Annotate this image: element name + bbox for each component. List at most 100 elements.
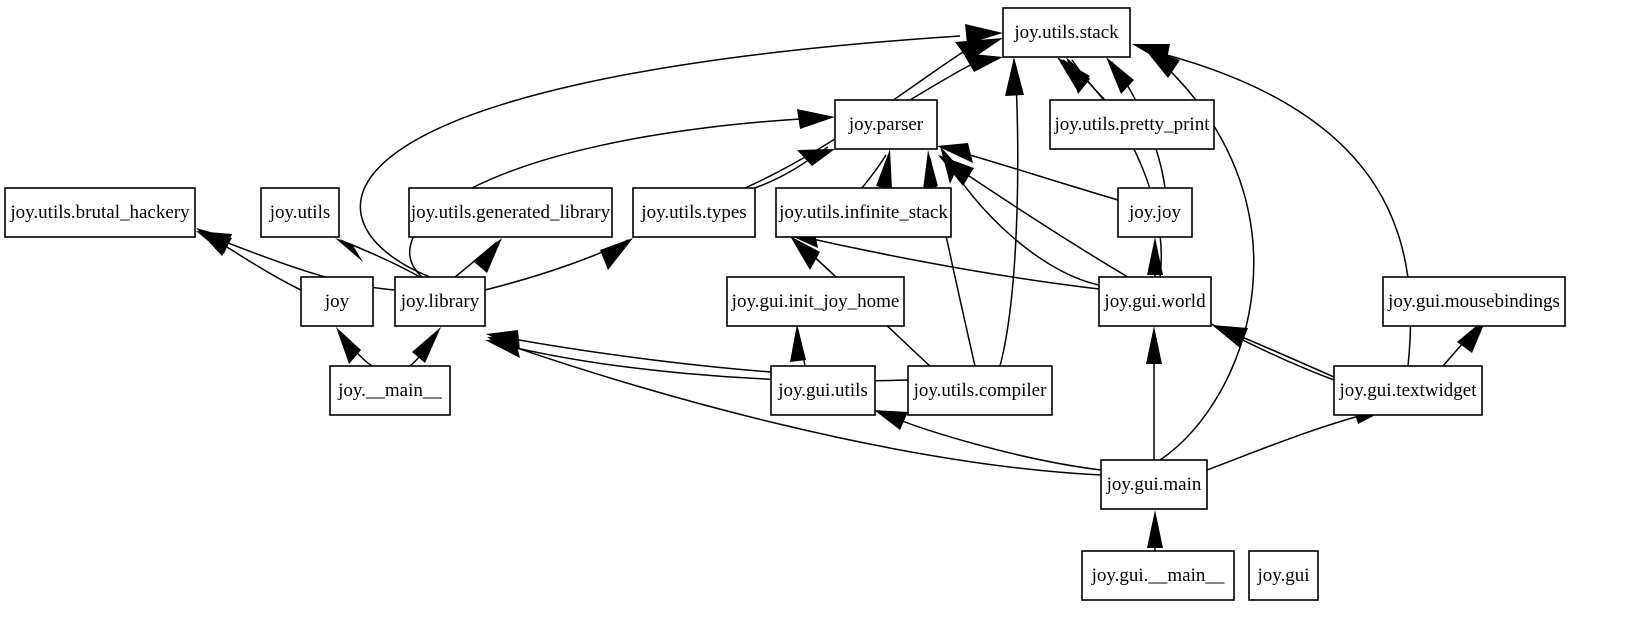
graph-edge [484,238,633,291]
node-label: joy.utils.stack [1013,22,1119,43]
edge-arrowhead [1147,510,1163,548]
edge-line [359,35,961,278]
graph-node-joy-utils[interactable]: joy.utils [260,187,340,238]
node-box[interactable] [408,187,613,238]
graph-node-joy-utils-brutal-hackery[interactable]: joy.utils.brutal_hackery [4,187,196,238]
node-box[interactable] [1382,276,1566,327]
graph-node-joy-utils-stack[interactable]: joy.utils.stack [1002,7,1131,58]
graph-node-joy-main[interactable]: joy.__main__ [329,365,451,416]
node-box[interactable] [394,276,486,327]
nodes-layer: joy.utils.stack joy.parser joy.utils.prett… [4,7,1566,601]
node-box[interactable] [907,365,1053,416]
edge-arrowhead [473,238,502,273]
edge-arrowhead [797,149,835,166]
node-box[interactable] [260,187,340,238]
node-box[interactable] [1049,99,1215,150]
graph-edge [336,327,373,367]
node-box[interactable] [1333,365,1483,416]
node-label: joy.parser [848,114,924,135]
graph-edge [937,143,1119,201]
node-box[interactable] [834,99,938,150]
node-label: joy.__main__ [337,380,442,401]
graph-edge [909,53,1003,101]
edge-arrowhead [797,109,835,129]
edge-arrowhead [487,336,516,356]
graph-node-joy-gui-world[interactable]: joy.gui.world [1098,276,1212,327]
node-box[interactable] [329,365,451,416]
node-label: joy.gui [1256,565,1309,586]
edge-arrowhead [336,327,361,364]
node-box[interactable] [726,276,905,327]
node-box[interactable] [1081,550,1235,601]
node-label: joy.library [400,291,480,312]
edge-line [789,233,1100,290]
graph-node-joy-utils-generated-library[interactable]: joy.utils.generated_library [408,187,613,238]
graph-node-joy-utils-infinite-stack[interactable]: joy.utils.infinite_stack [775,187,952,238]
edge-arrowhead [937,143,973,163]
node-box[interactable] [1098,276,1212,327]
graph-node-joy-utils-compiler[interactable]: joy.utils.compiler [907,365,1053,416]
edge-line [879,411,1102,471]
edge-arrowhead [923,150,938,190]
graph-edge [861,149,892,190]
edge-arrowhead [1057,57,1090,92]
node-label: joy.utils.compiler [913,380,1047,401]
node-label: joy.gui.textwidget [1338,380,1477,401]
graph-node-joy-gui-main[interactable]: joy.gui.main [1100,459,1208,510]
graph-edge [409,327,441,367]
graph-edge [923,150,976,367]
edge-line [999,64,1019,367]
graph-node-joy-parser[interactable]: joy.parser [834,99,938,150]
node-box[interactable] [775,187,952,238]
node-box[interactable] [632,187,756,238]
graph-edge [359,24,1003,278]
graph-node-joy-gui-init-joy-home[interactable]: joy.gui.init_joy_home [726,276,905,327]
graph-node-joy-gui-utils[interactable]: joy.gui.utils [770,365,876,416]
node-box[interactable] [1100,459,1208,510]
node-label: joy.utils.types [640,202,746,223]
node-box[interactable] [1248,550,1319,601]
graph-node-joy-gui-main[interactable]: joy.gui.__main__ [1081,550,1235,601]
graph-node-joy-gui-textwidget[interactable]: joy.gui.textwidget [1333,365,1483,416]
node-label: joy.utils.brutal_hackery [9,202,190,223]
graph-edge [1057,57,1162,278]
node-box[interactable] [1002,7,1131,58]
edge-arrowhead [790,236,820,270]
edge-arrowhead [1005,57,1024,96]
graph-node-joy-utils-pretty-print[interactable]: joy.utils.pretty_print [1049,99,1215,150]
node-label: joy.gui.init_joy_home [731,291,900,312]
edge-arrowhead [876,149,892,190]
node-box[interactable] [1117,187,1193,238]
graph-edge [1146,326,1162,460]
graph-edge [1147,510,1163,552]
graph-edge [487,336,1102,476]
graph-edge [1212,325,1335,378]
graph-node-joy-gui[interactable]: joy.gui [1248,550,1319,601]
edge-line [861,154,887,189]
edge-line [1206,409,1383,471]
graph-node-joy[interactable]: joy [300,276,374,327]
edge-arrowhead [965,24,1003,44]
graph-node-joy-utils-types[interactable]: joy.utils.types [632,187,756,238]
edge-arrowhead [1212,325,1248,348]
edge-arrowhead [335,238,363,262]
graph-edge [1147,237,1163,278]
graph-edge [999,57,1024,367]
edge-arrowhead [938,155,974,186]
node-label: joy.joy [1128,202,1182,223]
edge-arrowhead [1147,237,1163,275]
graph-node-joy-gui-mousebindings[interactable]: joy.gui.mousebindings [1382,276,1566,327]
graph-node-joy-joy[interactable]: joy.joy [1117,187,1193,238]
node-label: joy.gui.__main__ [1091,565,1225,586]
edge-line [493,339,1102,476]
edge-line [909,59,981,101]
graph-edge [196,228,302,291]
node-box[interactable] [4,187,196,238]
node-box[interactable] [300,276,374,327]
node-label: joy.gui.utils [777,380,868,401]
edge-arrowhead [600,238,633,270]
graph-edge [790,324,806,367]
graph-node-joy-library[interactable]: joy.library [394,276,486,327]
node-box[interactable] [770,365,876,416]
